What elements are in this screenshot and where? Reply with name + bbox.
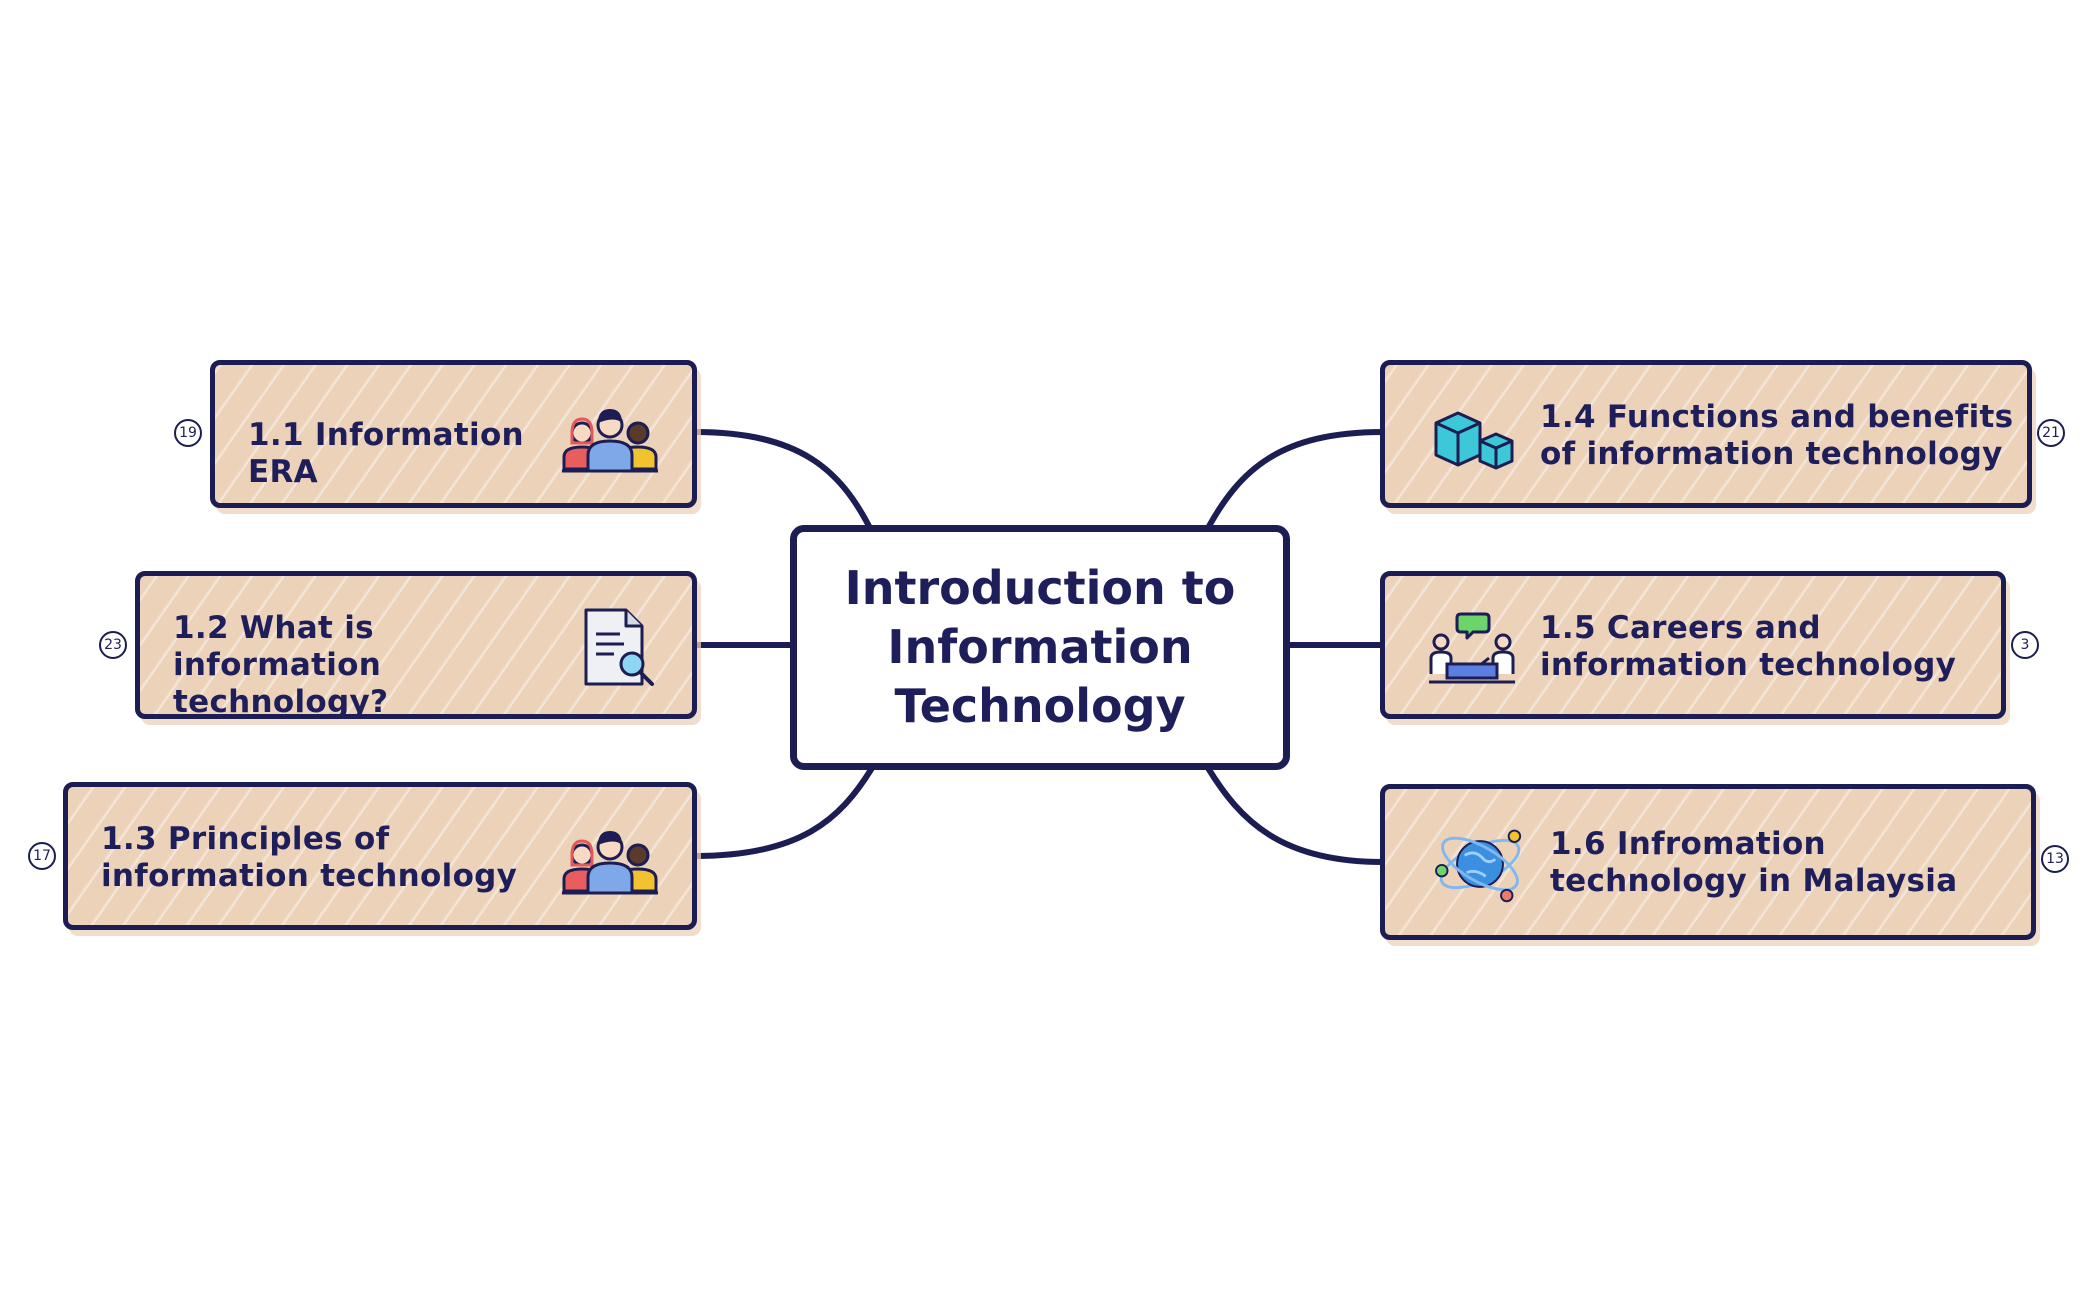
topic-label-1-6: 1.6 Infromation technology in Malaysia — [1550, 826, 1958, 899]
topic-node-1-5[interactable]: 1.5 Careers and information technology — [1380, 571, 2006, 719]
central-topic-title: Introduction to Information Technology — [844, 561, 1236, 733]
topic-node-1-1[interactable]: 1.1 Information ERA — [210, 360, 697, 508]
topic-node-1-2[interactable]: 1.2 What is information technology? — [135, 571, 697, 720]
document-search-icon — [584, 608, 654, 686]
topic-label-1-2: 1.2 What is information technology? — [173, 610, 389, 720]
connector-1-1 — [692, 429, 873, 531]
connector-1-6 — [1205, 765, 1386, 865]
people-group-icon — [562, 409, 658, 473]
topic-label-1-5: 1.5 Careers and information technology — [1540, 610, 1957, 683]
badge-1-6[interactable]: 13 — [2041, 845, 2069, 873]
badge-1-5[interactable]: 3 — [2011, 631, 2039, 659]
cubes-icon — [1434, 411, 1514, 470]
central-topic[interactable]: Introduction to Information Technology — [790, 525, 1290, 770]
badge-1-4[interactable]: 21 — [2037, 419, 2065, 447]
topic-node-1-6[interactable]: 1.6 Infromation technology in Malaysia — [1380, 784, 2036, 940]
topic-label-1-3: 1.3 Principles of information technology — [101, 821, 518, 894]
connector-1-4 — [1205, 429, 1386, 531]
meeting-icon — [1429, 612, 1515, 684]
topic-node-1-3[interactable]: 1.3 Principles of information technology — [63, 782, 697, 930]
topic-label-1-1: 1.1 Information ERA — [248, 417, 524, 490]
topic-node-1-4[interactable]: 1.4 Functions and benefits of informatio… — [1380, 360, 2032, 508]
badge-1-2[interactable]: 23 — [99, 631, 127, 659]
topic-label-1-4: 1.4 Functions and benefits of informatio… — [1540, 399, 2014, 472]
people-group-icon — [562, 831, 658, 895]
connector-1-3 — [692, 765, 875, 859]
badge-1-1[interactable]: 19 — [174, 419, 202, 447]
badge-1-3[interactable]: 17 — [28, 842, 56, 870]
globe-network-icon — [1435, 829, 1522, 903]
